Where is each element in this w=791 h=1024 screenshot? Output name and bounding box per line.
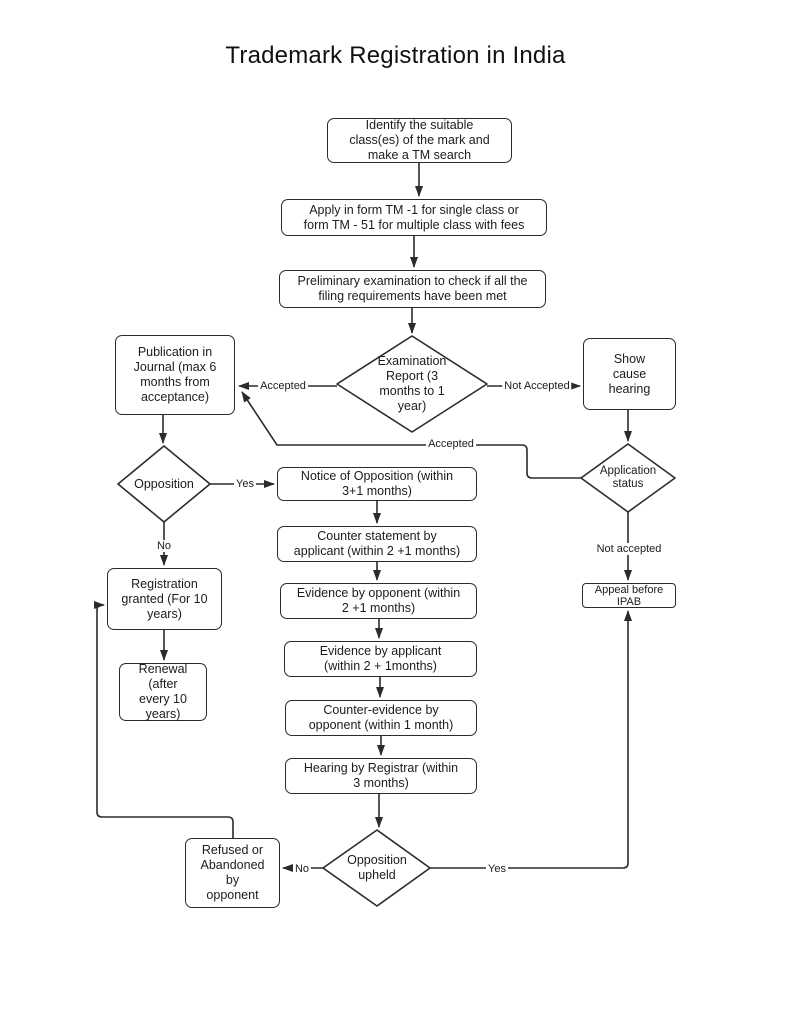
application-status-label: Application status [599, 465, 657, 490]
edge-label-accepted-status: Accepted [426, 438, 476, 450]
node-counter-evidence: Counter-evidence by opponent (within 1 m… [285, 700, 477, 736]
edge-label-no-opposition: No [154, 540, 174, 552]
opposition-diamond [117, 445, 211, 523]
edge-upheld-appeal [430, 610, 632, 869]
node-refused-abandoned: Refused or Abandoned by opponent [185, 838, 280, 908]
opposition-label: Opposition [134, 476, 194, 491]
examination-report-label: Examination Report (3 months to 1 year) [377, 354, 447, 413]
edge-status-publication-accepted [241, 391, 581, 479]
node-evidence-by-applicant: Evidence by applicant (within 2 + 1month… [284, 641, 477, 677]
node-renewal: Renewal (after every 10 years) [119, 662, 207, 721]
opposition-upheld-label: Opposition upheld [347, 853, 407, 882]
node-registration-granted: Registration granted (For 10 years) [107, 568, 222, 630]
application-status-diamond [580, 443, 676, 513]
node-apply-form: Apply in form TM -1 for single class or … [281, 199, 547, 236]
node-hearing-by-registrar: Hearing by Registrar (within 3 months) [285, 758, 477, 794]
node-notice-of-opposition: Notice of Opposition (within 3+1 months) [277, 467, 477, 501]
page-title: Trademark Registration in India [225, 42, 566, 69]
node-counter-statement: Counter statement by applicant (within 2… [277, 526, 477, 562]
edge-label-accepted-exam: Accepted [258, 380, 308, 392]
node-show-cause-hearing: Show cause hearing [583, 338, 676, 410]
edge-label-yes-upheld: Yes [486, 863, 508, 875]
node-evidence-by-opponent: Evidence by opponent (within 2 +1 months… [280, 583, 477, 619]
opposition-upheld-diamond [322, 829, 431, 907]
edge-label-not-accepted-exam: Not Accepted [502, 380, 572, 392]
examination-report-diamond [336, 335, 488, 433]
node-appeal-ipab: Appeal before IPAB [582, 583, 676, 608]
edge-label-not-accepted-status: Not accepted [594, 543, 664, 555]
edge-label-no-upheld: No [292, 863, 312, 875]
node-identify-class: Identify the suitable class(es) of the m… [327, 118, 512, 163]
node-preliminary-examination: Preliminary examination to check if all … [279, 270, 546, 308]
node-publication-journal: Publication in Journal (max 6 months fro… [115, 335, 235, 415]
edge-refused-registration [94, 601, 234, 838]
edge-label-yes-opposition: Yes [234, 478, 256, 490]
